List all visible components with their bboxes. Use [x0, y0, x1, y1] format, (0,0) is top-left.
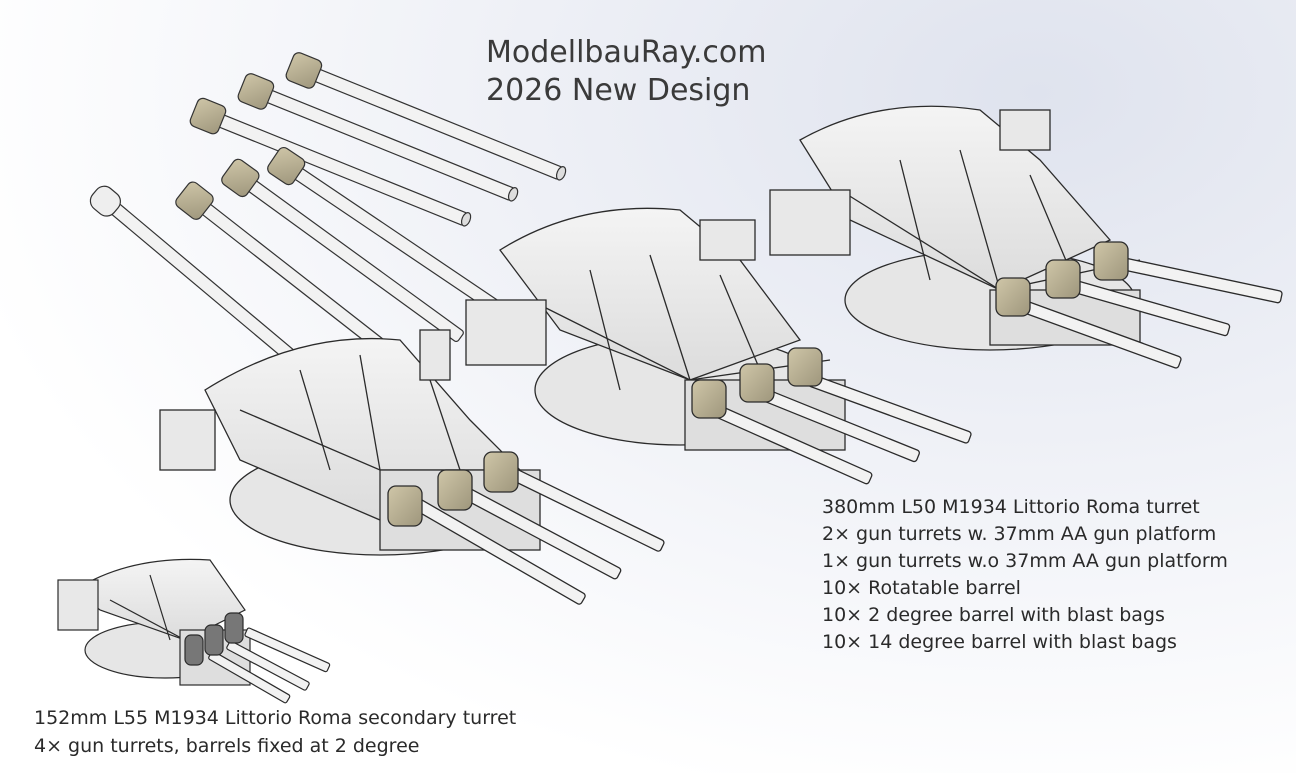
main-turret-line: 10× Rotatable barrel: [822, 577, 1021, 599]
loose-barrels-middle: [89, 146, 507, 389]
secondary-turret-description: 152mm L55 M1934 Littorio Roma secondary …: [34, 704, 516, 760]
main-turret-line: 10× 2 degree barrel with blast bags: [822, 604, 1165, 626]
main-turret-description: 380mm L50 M1934 Littorio Roma turret 2× …: [822, 494, 1228, 656]
turret-left: [159, 329, 665, 605]
loose-barrels-upper: [189, 52, 567, 227]
tagline: 2026 New Design: [486, 73, 751, 108]
site-name: ModellbauRay.com: [486, 35, 767, 70]
turret-middle: [465, 207, 972, 485]
turret-right: [769, 105, 1283, 369]
main-turret-line: 1× gun turrets w.o 37mm AA gun platform: [822, 550, 1228, 572]
secondary-turret-line: 4× gun turrets, barrels fixed at 2 degre…: [34, 735, 420, 757]
main-turret-line: 10× 14 degree barrel with blast bags: [822, 631, 1177, 653]
main-turret-title: 380mm L50 M1934 Littorio Roma turret: [822, 496, 1200, 518]
brand-header: ModellbauRay.com 2026 New Design: [486, 34, 767, 110]
main-turret-line: 2× gun turrets w. 37mm AA gun platform: [822, 523, 1217, 545]
secondary-turret-title: 152mm L55 M1934 Littorio Roma secondary …: [34, 707, 517, 729]
secondary-turret: [57, 558, 331, 704]
